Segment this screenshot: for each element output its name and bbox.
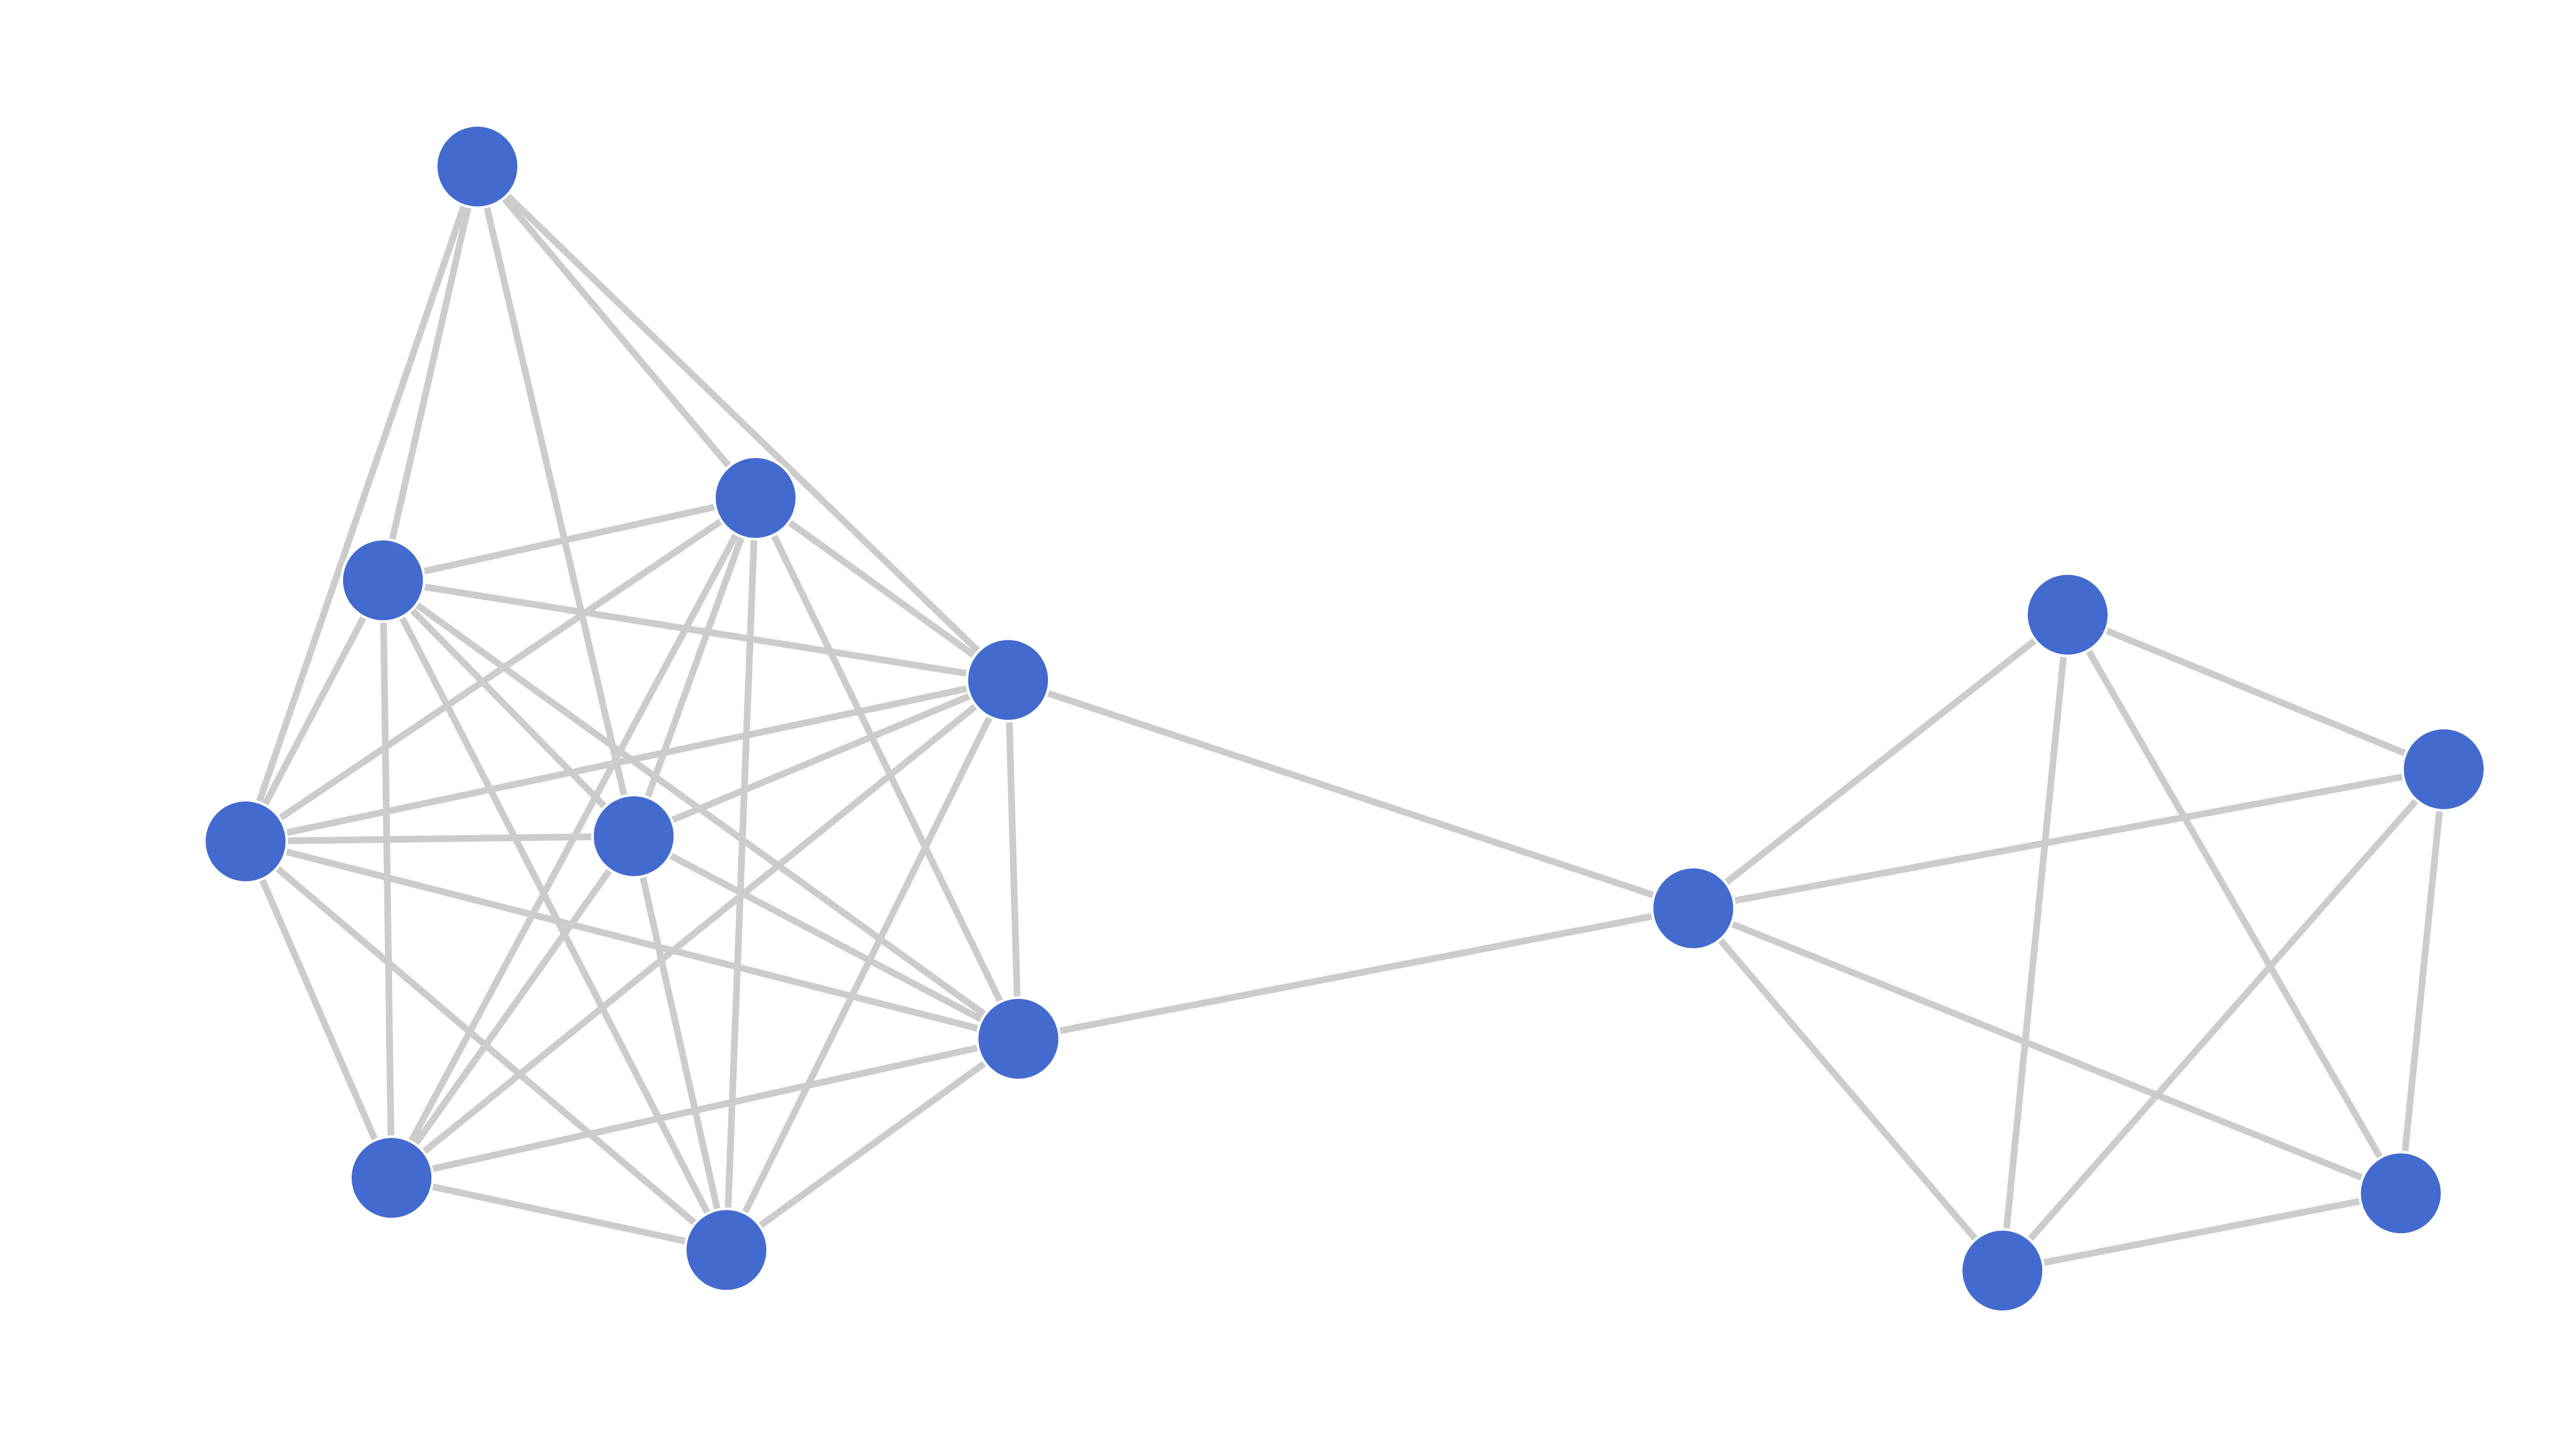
edge-D-I	[723, 676, 1012, 1254]
node-L	[2401, 726, 2486, 812]
edge-E-F	[242, 832, 637, 845]
node-C	[340, 538, 426, 623]
edge-B-D	[752, 495, 1012, 684]
node-M	[2358, 1151, 2444, 1236]
edge-A-F	[474, 163, 637, 840]
node-A	[435, 124, 520, 209]
edge-D-G	[1005, 676, 1022, 1043]
edge-E-G	[242, 838, 1022, 1043]
node-E	[203, 798, 289, 884]
edge-K-N	[1999, 611, 2071, 1274]
edge-A-E	[242, 163, 481, 845]
edge-L-M	[2397, 765, 2447, 1197]
edges-layer	[242, 163, 2447, 1274]
node-B	[713, 455, 799, 541]
node-H	[349, 1135, 434, 1221]
edge-H-I	[388, 1174, 730, 1254]
edge-M-N	[1999, 1190, 2404, 1274]
node-D	[965, 637, 1051, 723]
edge-C-E	[242, 577, 386, 845]
node-N	[1960, 1228, 2045, 1314]
edge-G-I	[723, 1035, 1022, 1254]
node-I	[684, 1207, 769, 1293]
edge-G-J	[1015, 905, 1697, 1043]
edge-D-J	[1005, 676, 1697, 912]
edge-K-L	[2064, 611, 2447, 773]
edge-B-F	[630, 495, 759, 840]
edge-C-F	[379, 577, 637, 840]
edge-A-C	[379, 163, 481, 584]
edge-J-N	[1690, 905, 2006, 1274]
edge-E-H	[242, 838, 395, 1182]
edge-B-E	[242, 495, 759, 845]
edge-J-M	[1690, 905, 2404, 1197]
edge-J-L	[1690, 765, 2447, 912]
edge-B-G	[752, 495, 1022, 1043]
edge-G-H	[388, 1035, 1022, 1182]
edge-K-M	[2064, 611, 2404, 1197]
node-J	[1651, 865, 1736, 951]
node-K	[2025, 572, 2110, 657]
edge-B-I	[723, 495, 759, 1254]
node-F	[591, 793, 676, 879]
edge-A-D	[474, 163, 1012, 684]
edge-F-I	[630, 832, 730, 1254]
edge-J-K	[1690, 611, 2071, 912]
edge-F-G	[630, 832, 1022, 1043]
edge-B-C	[379, 495, 759, 584]
edge-D-H	[388, 676, 1012, 1182]
edge-C-D	[379, 577, 1012, 684]
edge-D-E	[242, 676, 1012, 845]
edge-F-H	[388, 832, 637, 1182]
edge-C-I	[379, 577, 730, 1254]
edge-D-F	[630, 676, 1012, 840]
edge-A-B	[474, 163, 759, 502]
node-G	[976, 996, 1061, 1082]
edge-L-N	[1999, 765, 2447, 1274]
nodes-layer	[203, 124, 2486, 1314]
